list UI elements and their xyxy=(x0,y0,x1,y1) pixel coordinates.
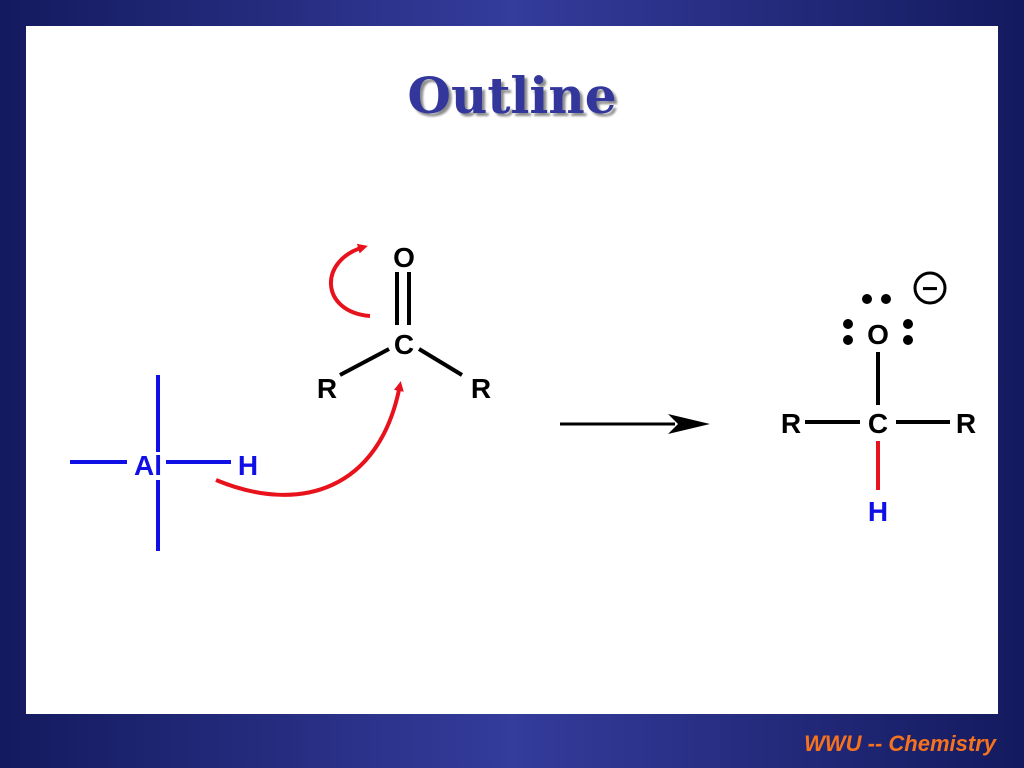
product-r-right-label: R xyxy=(956,408,976,439)
negative-charge-icon: − xyxy=(913,271,947,305)
lone-pair-dot xyxy=(862,294,872,304)
al-atom-label: Al xyxy=(134,450,162,481)
lone-pair-dot xyxy=(881,294,891,304)
carbonyl-bond-right xyxy=(417,347,464,377)
reaction-arrow xyxy=(560,414,710,434)
carbonyl-bond-left xyxy=(339,347,390,377)
alkoxide-product: O − C R R H xyxy=(781,271,976,527)
hydride-attack-arrow xyxy=(215,381,404,497)
hydride-atom-label: H xyxy=(238,450,258,481)
lone-pair-dot xyxy=(843,319,853,329)
electron-pushing-arrows xyxy=(215,243,404,497)
slide-title: Outline xyxy=(407,66,617,125)
lone-pair-dot xyxy=(903,319,913,329)
carbonyl-carbon-label: C xyxy=(394,329,414,360)
product-carbon-label: C xyxy=(868,408,888,439)
lone-pair-dot xyxy=(843,335,853,345)
reaction-arrowhead xyxy=(668,414,710,434)
negative-charge-symbol: − xyxy=(922,273,938,304)
footer-text: WWU -- Chemistry xyxy=(804,731,996,756)
product-hydrogen-label: H xyxy=(868,496,888,527)
carbonyl-r-right-label: R xyxy=(471,373,491,404)
carbonyl-r-left-label: R xyxy=(317,373,337,404)
carbonyl-oxygen-label: O xyxy=(393,242,415,273)
carbonyl-compound: O C R R xyxy=(317,242,491,404)
aluminum-hydride-reagent: Al H xyxy=(70,375,258,551)
slide-panel xyxy=(26,26,998,714)
product-r-left-label: R xyxy=(781,408,801,439)
product-oxygen-label: O xyxy=(867,319,889,350)
pi-bond-shift-arrow xyxy=(328,243,371,318)
lone-pair-dot xyxy=(903,335,913,345)
